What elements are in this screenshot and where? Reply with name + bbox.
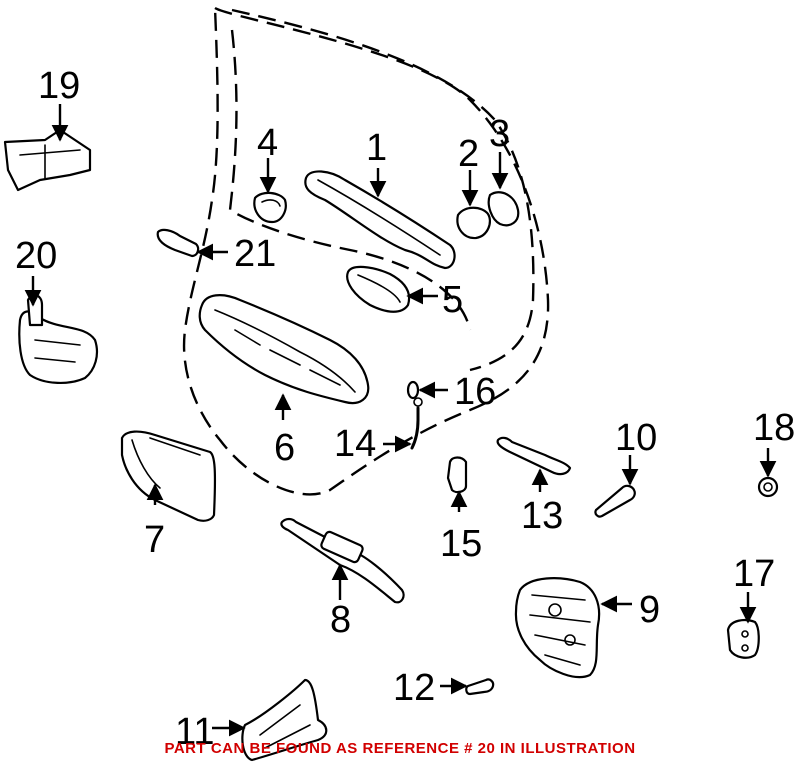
callout-4: 4 — [257, 122, 278, 164]
callout-14: 14 — [334, 423, 376, 465]
part-12-bolt — [465, 678, 495, 696]
callout-13: 13 — [521, 495, 563, 537]
part-5-handle-bezel — [346, 265, 411, 313]
part-18-plug — [757, 476, 779, 498]
part-9-lock-assembly — [514, 577, 601, 679]
callout-20: 20 — [15, 235, 57, 277]
part-21-screw — [156, 228, 200, 258]
part-7-inside-handle — [120, 430, 217, 522]
part-17-cap — [726, 619, 760, 659]
callout-11: 11 — [175, 711, 214, 753]
part-20-hinge-assembly — [18, 294, 99, 384]
part-6-handle-housing — [198, 294, 370, 405]
part-15-clip — [446, 456, 468, 494]
callout-15: 15 — [440, 523, 482, 565]
part-4-escutcheon — [253, 191, 287, 224]
callout-6: 6 — [274, 427, 295, 469]
callout-arrows — [24, 104, 777, 737]
callout-5: 5 — [442, 279, 463, 321]
door-outline — [182, 6, 550, 496]
callout-19: 19 — [38, 65, 80, 107]
callout-9: 9 — [639, 589, 660, 631]
part-16-grommet — [406, 380, 420, 400]
part-2-cap — [456, 206, 492, 240]
callout-numbers: 1 2 3 4 5 6 7 8 9 10 11 12 13 14 15 16 1… — [15, 65, 795, 753]
callout-10: 10 — [615, 417, 657, 459]
callout-1: 1 — [366, 127, 387, 169]
part-1-outside-handle — [304, 170, 456, 270]
part-13-rod — [496, 436, 572, 476]
callout-3: 3 — [489, 113, 510, 155]
part-14-link — [410, 397, 423, 450]
callout-2: 2 — [458, 133, 479, 175]
callout-21: 21 — [234, 233, 276, 275]
footer-note: PART CAN BE FOUND AS REFERENCE # 20 IN I… — [164, 740, 636, 757]
part-11-bracket — [241, 678, 328, 762]
callout-17: 17 — [733, 553, 775, 595]
part-19-hinge — [3, 128, 92, 192]
part-3-bezel — [487, 191, 520, 227]
callout-7: 7 — [144, 519, 165, 561]
callout-16: 16 — [454, 371, 496, 413]
part-8-rod — [280, 517, 405, 604]
callout-12: 12 — [393, 667, 435, 709]
callout-8: 8 — [330, 599, 351, 641]
part-10-pin — [594, 484, 636, 518]
callout-18: 18 — [753, 407, 795, 449]
